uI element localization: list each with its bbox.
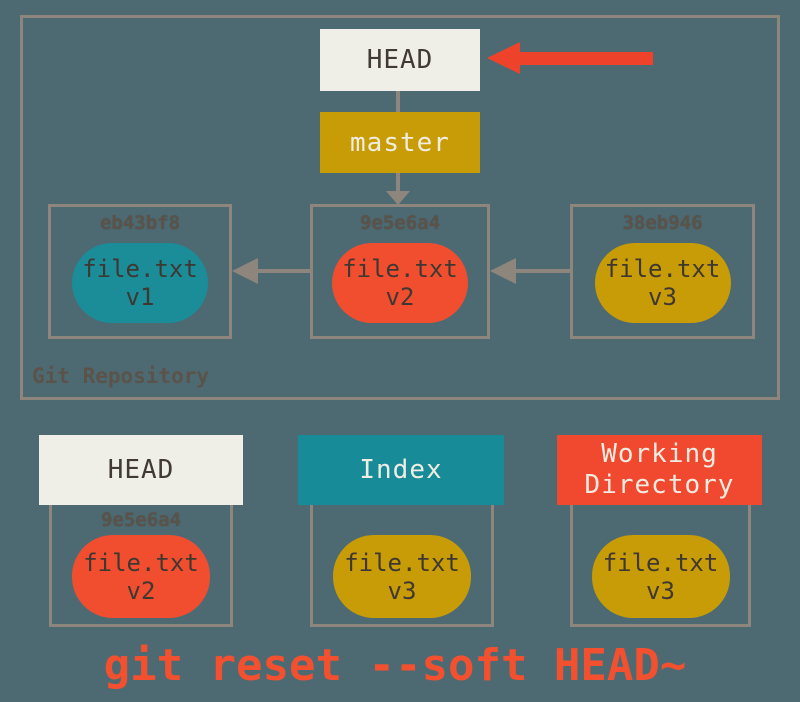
- head-box: HEAD: [320, 29, 480, 91]
- index-area-label: Index: [359, 454, 443, 485]
- head-area-header: HEAD: [39, 435, 243, 505]
- file-name: file.txt: [342, 255, 458, 283]
- file-pill: file.txt v3: [594, 243, 731, 323]
- down-arrowhead-icon: [386, 191, 410, 205]
- commit3-commit2-arrow: [515, 269, 570, 273]
- head-area-label: HEAD: [107, 454, 175, 485]
- working-directory-area-label: Working Directory: [584, 439, 735, 500]
- index-area-box: file.txt v3: [310, 505, 494, 627]
- commit-box-eb43bf8: eb43bf8 file.txt v1: [48, 204, 232, 339]
- file-version: v3: [646, 576, 675, 605]
- head-area-box: 9e5e6a4 file.txt v2: [49, 505, 233, 627]
- master-commit-arrow-line: [396, 173, 400, 192]
- head-area-hash: 9e5e6a4: [100, 509, 182, 531]
- commit2-commit1-arrow: [257, 269, 310, 273]
- file-pill: file.txt v2: [332, 243, 468, 323]
- commit-hash: eb43bf8: [99, 212, 181, 234]
- file-name: file.txt: [82, 255, 198, 283]
- commit-box-9e5e6a4: 9e5e6a4 file.txt v2: [310, 204, 490, 339]
- file-pill: file.txt v3: [333, 535, 471, 618]
- pointer-arrow-icon: [487, 42, 520, 74]
- index-area-header: Index: [298, 435, 504, 505]
- master-branch-box: master: [320, 112, 480, 173]
- working-directory-area-box: file.txt v3: [570, 505, 751, 627]
- commit-hash: 38eb946: [622, 212, 703, 234]
- file-version: v2: [385, 283, 415, 311]
- git-command-caption: git reset --soft HEAD~: [103, 640, 687, 691]
- file-pill: file.txt v3: [591, 535, 730, 618]
- file-name: file.txt: [83, 548, 199, 577]
- file-version: v1: [125, 283, 155, 311]
- head-master-connector: [396, 91, 400, 112]
- file-version: v3: [648, 283, 677, 311]
- file-pill: file.txt v1: [72, 243, 208, 323]
- left-arrowhead-icon: [490, 258, 516, 284]
- git-repository-box: [20, 15, 780, 400]
- commit-box-38eb946: 38eb946 file.txt v3: [570, 204, 755, 339]
- file-name: file.txt: [344, 548, 460, 577]
- file-version: v3: [387, 576, 417, 605]
- file-name: file.txt: [602, 548, 719, 577]
- file-pill: file.txt v2: [72, 535, 210, 618]
- git-repository-label: Git Repository: [32, 364, 210, 388]
- file-name: file.txt: [604, 255, 721, 283]
- head-box-label: HEAD: [366, 45, 434, 75]
- file-version: v2: [126, 576, 156, 605]
- pointer-arrow-shaft: [517, 52, 653, 65]
- working-directory-area-header: Working Directory: [557, 435, 762, 505]
- master-branch-label: master: [350, 127, 450, 158]
- commit-hash: 9e5e6a4: [359, 212, 441, 234]
- left-arrowhead-icon: [232, 258, 258, 284]
